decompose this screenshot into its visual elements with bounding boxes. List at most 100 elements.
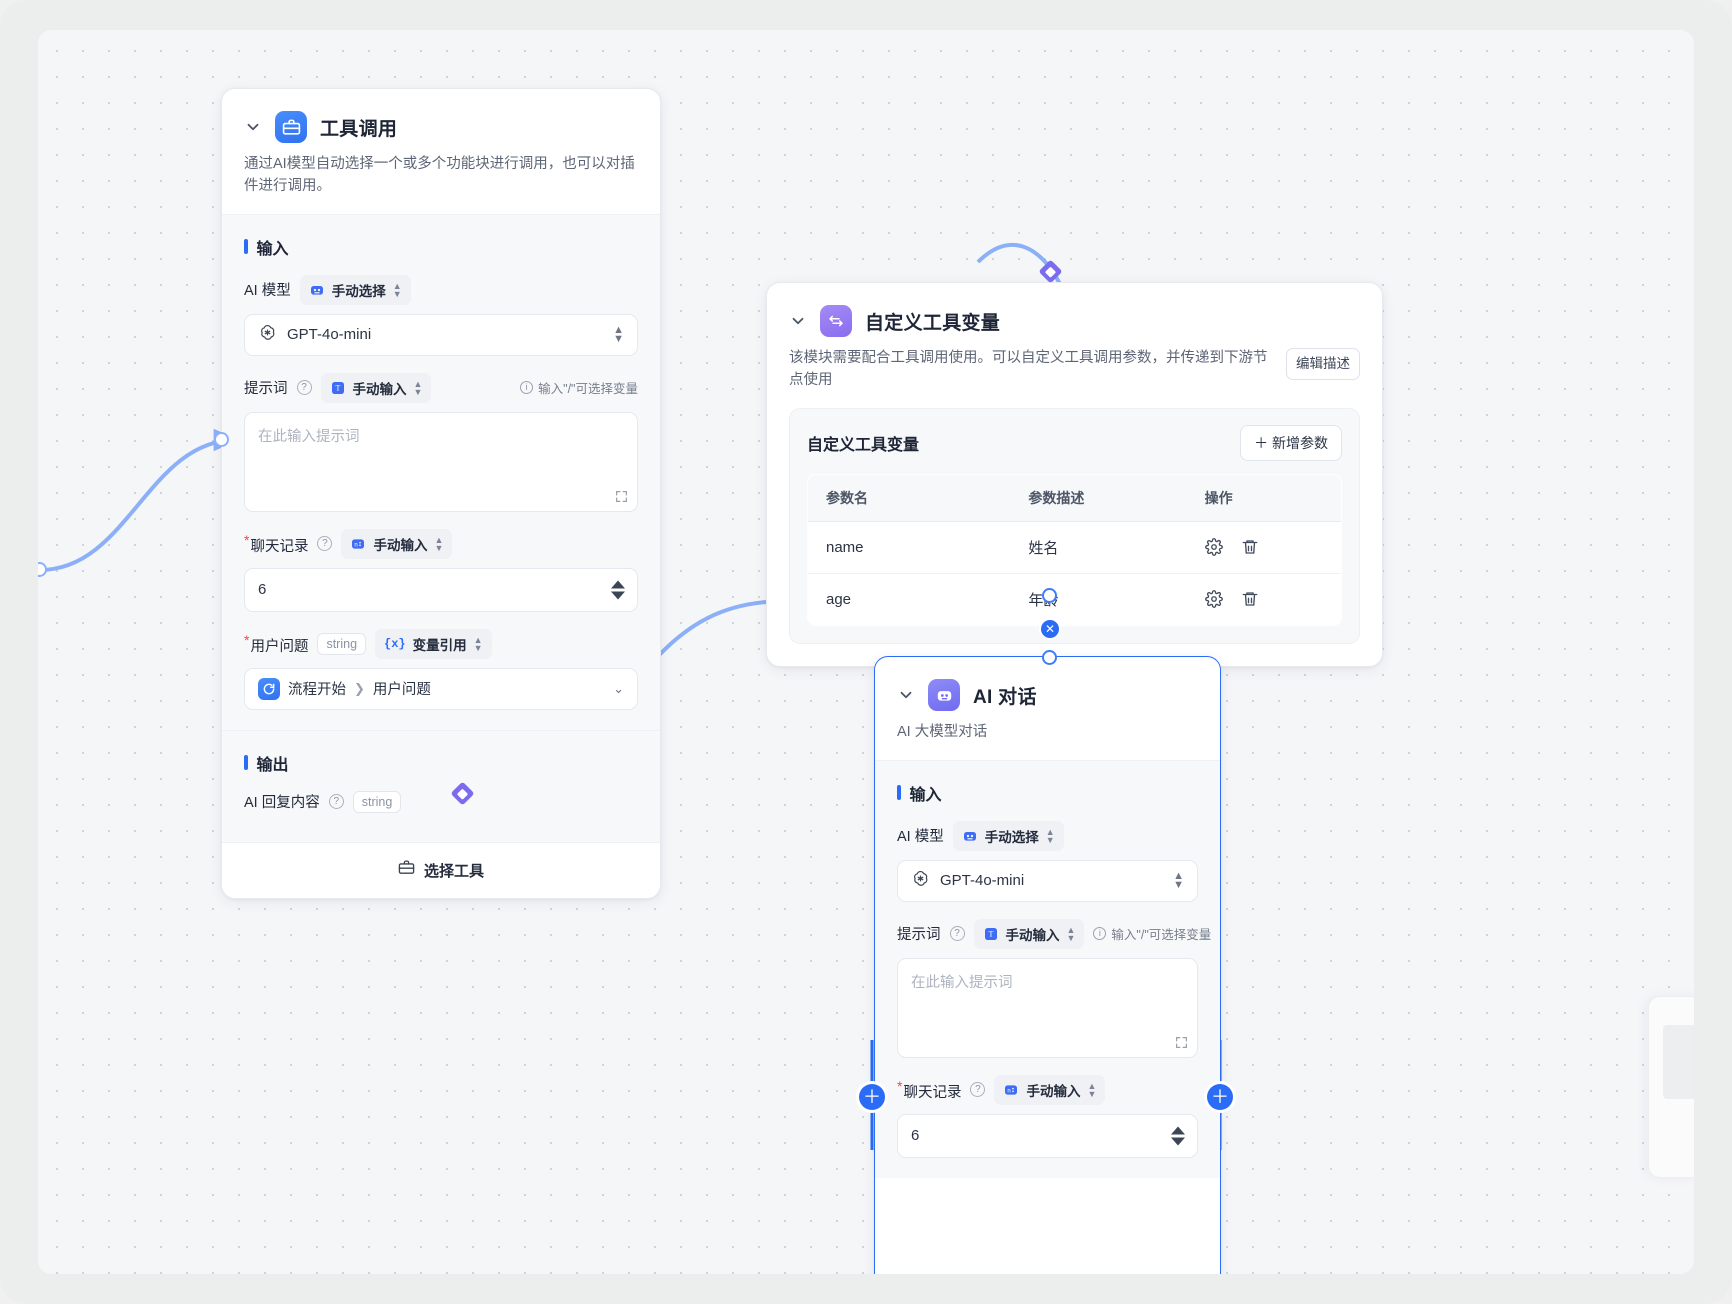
app-window: 工具调用 通过AI模型自动选择一个或多个功能块进行调用，也可以对插件进行调用。 … bbox=[38, 30, 1694, 1274]
help-icon[interactable]: ? bbox=[970, 1082, 986, 1098]
node-header: AI 对话 AI 大模型对话 bbox=[875, 657, 1220, 744]
stepper-arrows[interactable] bbox=[611, 580, 625, 599]
svg-text:n: n bbox=[355, 542, 358, 548]
input-section-title: 输入 bbox=[244, 235, 638, 259]
prompt-placeholder: 在此输入提示词 bbox=[911, 974, 1013, 991]
chat-history-mode-select[interactable]: n 手动输入 ▲▼ bbox=[341, 528, 453, 559]
settings-icon[interactable] bbox=[1204, 538, 1223, 556]
robot-badge-icon bbox=[309, 282, 325, 298]
custom-var-panel: 自定义工具变量 ＋ 新增参数 参数名 参数描述 操作 name bbox=[789, 407, 1360, 644]
flow-start-icon bbox=[258, 677, 280, 700]
ref-source: 流程开始 bbox=[288, 682, 346, 698]
cell-param-desc: 年龄 bbox=[1010, 573, 1186, 625]
node-custom-tool-var[interactable]: 自定义工具变量 该模块需要配合工具调用使用。可以自定义工具调用参数，并传递到下游… bbox=[766, 282, 1383, 667]
chevron-down-icon[interactable] bbox=[244, 118, 262, 136]
stepper-arrows[interactable] bbox=[1171, 1126, 1185, 1146]
port-start-output[interactable] bbox=[38, 562, 47, 577]
edit-description-button[interactable]: 编辑描述 bbox=[1286, 348, 1360, 381]
add-node-right-button[interactable]: ＋ bbox=[1207, 1084, 1233, 1110]
prompt-mode-select[interactable]: T 手动输入 ▲▼ bbox=[973, 918, 1085, 949]
text-badge-icon: T bbox=[330, 380, 346, 396]
port-tool-call-input[interactable] bbox=[214, 432, 229, 447]
ai-model-mode-value: 手动选择 bbox=[984, 829, 1039, 845]
robot-badge-icon bbox=[962, 828, 978, 844]
prompt-placeholder: 在此输入提示词 bbox=[258, 428, 360, 445]
help-icon[interactable]: ? bbox=[328, 794, 344, 809]
ref-field: 用户问题 bbox=[372, 682, 431, 698]
user-question-reference[interactable]: 流程开始 ❯ 用户问题 ⌄ bbox=[244, 667, 638, 710]
chat-history-stepper[interactable]: 6 bbox=[244, 567, 638, 612]
field-ai-model: AI 模型 手动选择 ▲▼ GPT-4o-min bbox=[897, 820, 1198, 902]
customvar-input-diamond-handle[interactable] bbox=[1038, 259, 1063, 284]
prompt-label: 提示词 bbox=[897, 927, 941, 944]
stepper-up[interactable] bbox=[611, 580, 625, 588]
svg-text:T: T bbox=[988, 929, 993, 938]
ai-model-select[interactable]: GPT-4o-mini ▲▼ bbox=[244, 313, 638, 356]
stepper-down[interactable] bbox=[1171, 1137, 1185, 1146]
expand-icon[interactable] bbox=[615, 490, 628, 503]
add-param-button[interactable]: ＋ 新增参数 bbox=[1240, 424, 1342, 461]
node-title: 自定义工具变量 bbox=[865, 312, 1001, 334]
output-section: 输出 AI 回复内容 ? string bbox=[222, 729, 660, 842]
trash-icon[interactable] bbox=[1241, 538, 1259, 556]
delete-edge-button[interactable]: ✕ bbox=[1039, 618, 1061, 640]
chevron-right-icon: ❯ bbox=[354, 680, 365, 696]
prompt-mode-select[interactable]: T 手动输入 ▲▼ bbox=[320, 372, 432, 403]
node-title: AI 对话 bbox=[973, 686, 1037, 708]
prompt-mode-value: 手动输入 bbox=[352, 381, 407, 397]
panel-placeholder-block bbox=[1663, 1025, 1694, 1099]
user-question-mode-value: 变量引用 bbox=[412, 637, 467, 653]
edge-start-to-tool bbox=[39, 428, 239, 572]
node-header: 自定义工具变量 该模块需要配合工具调用使用。可以自定义工具调用参数，并传递到下游… bbox=[767, 283, 1382, 392]
chevron-down-icon[interactable] bbox=[897, 686, 915, 704]
select-tool-button[interactable]: 选择工具 bbox=[222, 841, 660, 898]
port-aichat-input[interactable] bbox=[1042, 650, 1057, 665]
robot-icon bbox=[928, 679, 960, 711]
node-description: 通过AI模型自动选择一个或多个功能块进行调用，也可以对插件进行调用。 bbox=[244, 156, 635, 194]
table-row: age 年龄 bbox=[808, 573, 1341, 625]
required-marker: * bbox=[244, 631, 250, 648]
chat-history-mode-select[interactable]: n 手动输入 ▲▼ bbox=[994, 1074, 1106, 1105]
stepper-up[interactable] bbox=[1171, 1126, 1185, 1135]
trash-icon[interactable] bbox=[1241, 590, 1259, 608]
node-tool-call[interactable]: 工具调用 通过AI模型自动选择一个或多个功能块进行调用，也可以对插件进行调用。 … bbox=[221, 88, 661, 899]
prompt-textarea[interactable]: 在此输入提示词 bbox=[244, 411, 638, 512]
chevron-updown-icon[interactable]: ▲▼ bbox=[613, 323, 624, 345]
ai-model-select[interactable]: GPT-4o-mini ▲▼ bbox=[897, 859, 1198, 902]
node-ai-chat[interactable]: AI 对话 AI 大模型对话 输入 AI 模型 手动选择 ▲▼ bbox=[874, 656, 1221, 1274]
ai-model-mode-select[interactable]: 手动选择 ▲▼ bbox=[952, 820, 1064, 851]
chevron-updown-icon: ▲▼ bbox=[473, 634, 483, 653]
table-header-row: 参数名 参数描述 操作 bbox=[808, 474, 1341, 522]
ai-model-mode-select[interactable]: 手动选择 ▲▼ bbox=[299, 274, 411, 305]
right-side-panel[interactable] bbox=[1648, 996, 1694, 1178]
chevron-updown-icon[interactable]: ▲▼ bbox=[1173, 869, 1184, 891]
user-question-mode-select[interactable]: {x} 变量引用 ▲▼ bbox=[375, 628, 492, 659]
node-title: 工具调用 bbox=[320, 118, 398, 140]
help-icon[interactable]: ? bbox=[296, 380, 312, 395]
prompt-textarea[interactable]: 在此输入提示词 bbox=[897, 957, 1198, 1058]
port-customvar-output[interactable] bbox=[1042, 588, 1057, 603]
help-icon[interactable]: ? bbox=[317, 536, 333, 551]
number-badge-icon: n bbox=[350, 536, 366, 552]
add-node-left-button[interactable]: ＋ bbox=[859, 1084, 885, 1110]
stepper-down[interactable] bbox=[611, 591, 625, 599]
prompt-label: 提示词 bbox=[244, 381, 288, 397]
chevron-down-icon[interactable]: ⌄ bbox=[613, 681, 624, 696]
variables-icon bbox=[820, 305, 852, 337]
node-header: 工具调用 通过AI模型自动选择一个或多个功能块进行调用，也可以对插件进行调用。 bbox=[222, 89, 660, 198]
chevron-down-icon[interactable] bbox=[789, 312, 807, 330]
panel-title: 自定义工具变量 bbox=[807, 436, 920, 454]
cell-actions bbox=[1186, 521, 1341, 574]
node-description: 该模块需要配合工具调用使用。可以自定义工具调用参数，并传递到下游节点使用 bbox=[789, 350, 1268, 388]
settings-icon[interactable] bbox=[1204, 590, 1223, 608]
output-section-title: 输出 bbox=[244, 751, 638, 775]
workflow-canvas[interactable]: 工具调用 通过AI模型自动选择一个或多个功能块进行调用，也可以对插件进行调用。 … bbox=[38, 30, 1694, 1274]
params-table: 参数名 参数描述 操作 name 姓名 bbox=[807, 473, 1342, 626]
prompt-hint-text: 输入"/"可选择变量 bbox=[538, 382, 638, 396]
expand-icon[interactable] bbox=[1175, 1036, 1188, 1049]
chat-history-stepper[interactable]: 6 bbox=[897, 1113, 1198, 1158]
help-icon[interactable]: ? bbox=[949, 926, 965, 942]
chat-history-value: 6 bbox=[911, 1127, 920, 1145]
text-badge-icon: T bbox=[983, 926, 999, 942]
